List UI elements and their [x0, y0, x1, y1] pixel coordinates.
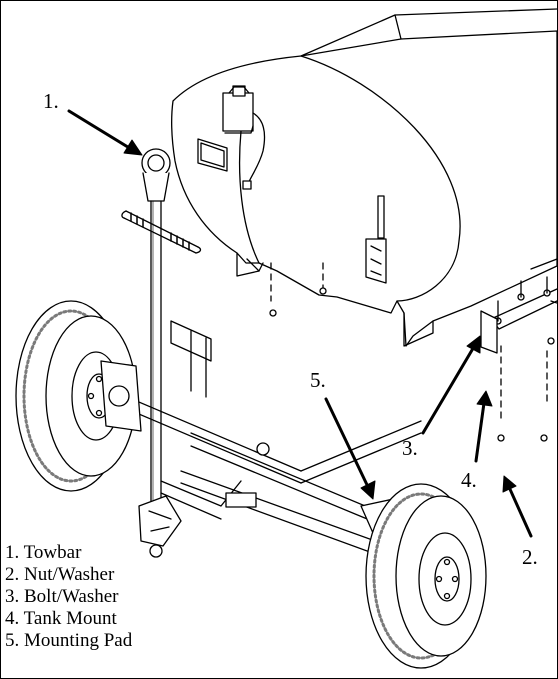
callout-2-label: 2. — [522, 545, 538, 569]
callout-3-label: 3. — [402, 436, 418, 460]
parts-legend: 1. Towbar 2. Nut/Washer 3. Bolt/Washer 4… — [5, 542, 132, 652]
legend-item-nut-washer: 2. Nut/Washer — [5, 564, 115, 585]
callout-arrows — [67, 109, 533, 538]
towbar — [121, 148, 202, 558]
callout-4-label: 4. — [461, 468, 477, 492]
left-wheel — [15, 300, 142, 492]
legend-item-bolt-washer: 3. Bolt/Washer — [5, 586, 119, 607]
tank — [171, 8, 557, 442]
legend-item-mounting-pad: 5. Mounting Pad — [5, 630, 133, 651]
callout-1-label: 1. — [43, 89, 59, 113]
legend-item-tank-mount: 4. Tank Mount — [5, 608, 117, 629]
right-wheel — [365, 483, 487, 669]
legend-item-towbar: 1. Towbar — [5, 542, 82, 563]
callout-5-label: 5. — [310, 368, 326, 392]
